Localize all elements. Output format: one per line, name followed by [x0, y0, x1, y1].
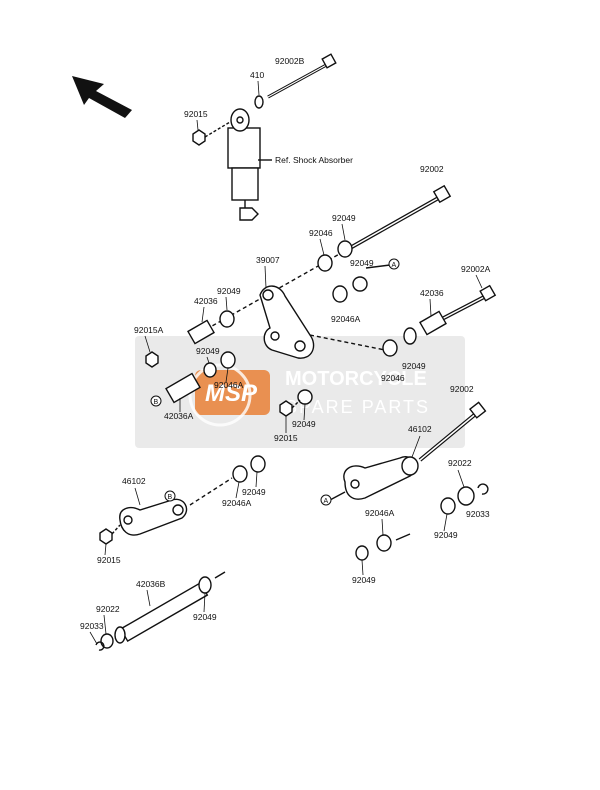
label-42036-a: 42036 — [420, 288, 444, 298]
callout-b2 — [164, 490, 176, 502]
label-46102-left: 46102 — [122, 476, 146, 486]
label-92002-mid: 92002 — [450, 384, 474, 394]
label-39007: 39007 — [256, 255, 280, 265]
watermark-line2: SPARE PARTS — [285, 397, 430, 417]
callout-b1 — [150, 395, 162, 407]
label-ref-shock: Ref. Shock Absorber — [275, 155, 353, 165]
label-92046A-b: 92046A — [214, 380, 244, 390]
watermark-badge — [195, 370, 270, 415]
label-92049-b: 92049 — [350, 258, 374, 268]
watermark-line1: MOTORCYCLE — [285, 368, 427, 390]
left-tie-rod — [99, 455, 266, 545]
label-92015-mid: 92015 — [274, 433, 298, 443]
label-92002B: 92002B — [275, 56, 305, 66]
right-tie-rod — [329, 401, 489, 561]
label-92049-e: 92049 — [402, 361, 426, 371]
label-92046A-a: 92046A — [331, 314, 361, 324]
label-410: 410 — [250, 70, 264, 80]
label-92049-c: 92049 — [217, 286, 241, 296]
label-92049-d: 92049 — [196, 346, 220, 356]
label-92033-right: 92033 — [466, 509, 490, 519]
label-92015A: 92015A — [134, 325, 164, 335]
callout-b1-label: B — [154, 399, 159, 406]
lower-shaft — [95, 571, 226, 651]
callouts — [150, 258, 400, 506]
callout-a2 — [320, 494, 332, 506]
shock-absorber — [192, 53, 337, 221]
callout-a1-label: A — [392, 262, 397, 269]
watermark-globe-icon — [188, 363, 252, 427]
label-92033-left: 92033 — [80, 621, 104, 631]
label-92015-top: 92015 — [184, 109, 208, 119]
label-92046A-d: 92046A — [365, 508, 395, 518]
label-42036A: 42036A — [164, 411, 194, 421]
part-labels: 92002B 410 92015 Ref. Shock Absorber 920… — [80, 56, 491, 631]
label-92022-right: 92022 — [448, 458, 472, 468]
label-92046-b: 92046 — [381, 373, 405, 383]
label-92046A-c: 92046A — [222, 498, 252, 508]
label-92002A: 92002A — [461, 264, 491, 274]
label-46102-right: 46102 — [408, 424, 432, 434]
label-92049-j: 92049 — [193, 612, 217, 622]
label-42036B: 42036B — [136, 579, 166, 589]
callout-a1 — [388, 258, 400, 270]
front-arrow-icon — [72, 76, 132, 118]
callout-b2-label: B — [168, 494, 173, 501]
upper-linkage — [145, 184, 497, 417]
label-92002-top: 92002 — [420, 164, 444, 174]
label-92022-left: 92022 — [96, 604, 120, 614]
label-92049-h: 92049 — [434, 530, 458, 540]
label-92049-i: 92049 — [352, 575, 376, 585]
label-42036-b: 42036 — [194, 296, 218, 306]
leader-lines — [89, 80, 483, 645]
label-92046-a: 92046 — [309, 228, 333, 238]
callout-a2-label: A — [324, 498, 329, 505]
label-92015-bot: 92015 — [97, 555, 121, 565]
label-92049-f: 92049 — [292, 419, 316, 429]
label-92049-a: 92049 — [332, 213, 356, 223]
label-92049-g: 92049 — [242, 487, 266, 497]
